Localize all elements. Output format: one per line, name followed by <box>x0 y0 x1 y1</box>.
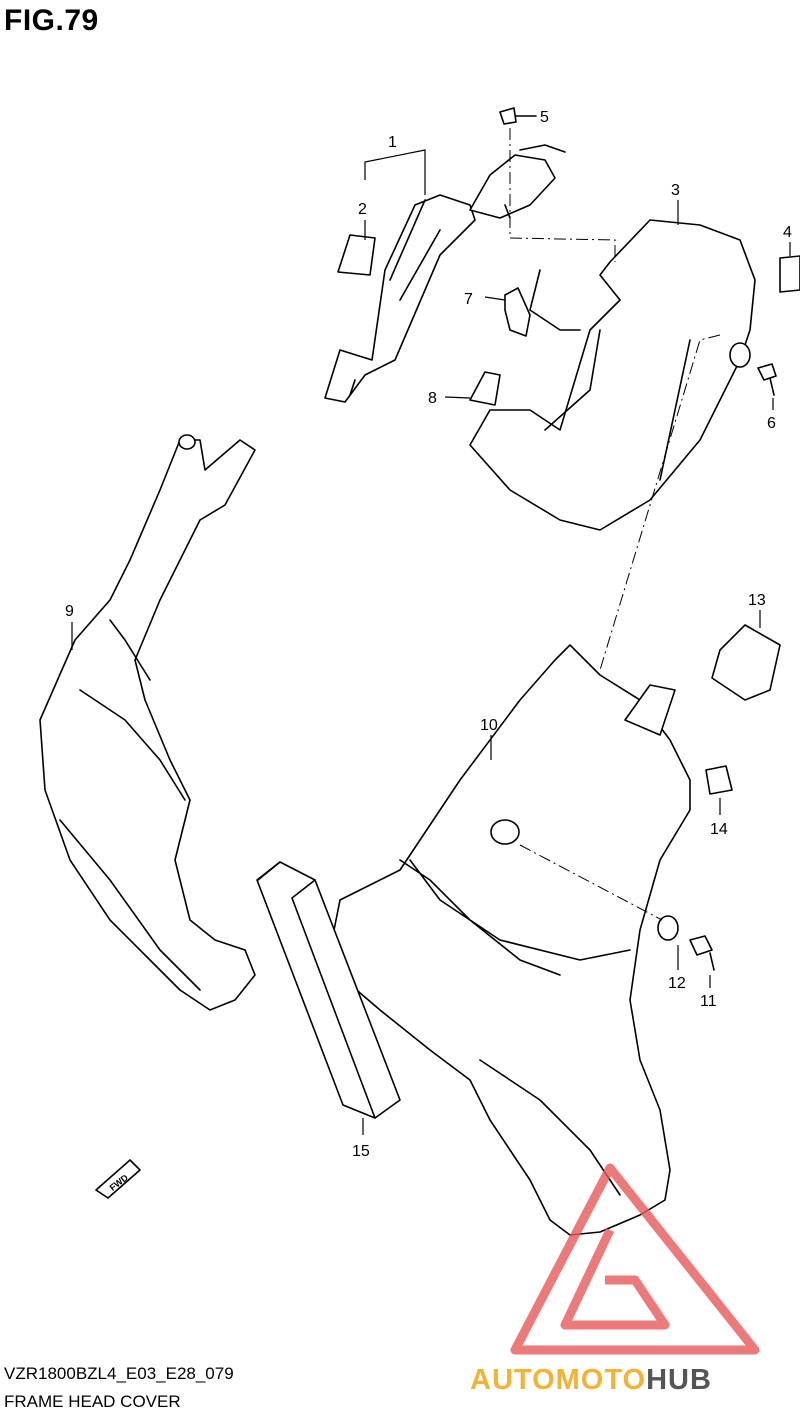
callout-5: 5 <box>540 109 549 126</box>
part-4-tab <box>779 255 800 293</box>
watermark-text-part2: HUB <box>646 1364 712 1396</box>
part-14-block <box>705 765 733 795</box>
leader-line-5-3 <box>509 128 616 262</box>
callout-4: 4 <box>783 224 792 241</box>
part-5-bracket-detail <box>504 144 566 219</box>
part-10-boss <box>624 684 676 736</box>
callout-7: 7 <box>464 291 473 308</box>
callout-6: 6 <box>767 415 776 432</box>
watermark-text: AUTOMOTOHUB <box>470 1364 712 1397</box>
callout-2: 2 <box>358 201 367 218</box>
part-13-pad <box>711 624 781 701</box>
part-10-main-cover <box>329 644 691 1236</box>
part-8-piece <box>469 371 501 406</box>
leader-8 <box>444 396 471 399</box>
part-12-grommet <box>657 915 679 941</box>
diagram-code: VZR1800BZL4_E03_E28_079 <box>4 1364 234 1383</box>
part-15-foam-strip-detail <box>257 861 376 1119</box>
callout-8: 8 <box>428 390 437 407</box>
callout-12: 12 <box>668 975 686 992</box>
figure-title: FIG.79 <box>4 4 99 37</box>
part-3-upper-cover <box>469 219 756 531</box>
callout-10: 10 <box>480 717 498 734</box>
diagram-title: FRAME HEAD COVER <box>4 1392 181 1411</box>
leader-line-10-12 <box>519 844 663 921</box>
watermark-logo <box>510 1163 760 1355</box>
part-2-label <box>337 234 376 276</box>
watermark-text-part1: AUTOMOTO <box>470 1364 647 1396</box>
leader-1 <box>364 149 426 195</box>
leader-line-3-10 <box>599 334 721 671</box>
part-9-side-cover <box>39 439 256 1011</box>
part-9-boss <box>178 434 196 450</box>
part-7-piece <box>504 287 531 337</box>
part-5-bracket <box>469 154 556 219</box>
part-6-screw <box>757 363 777 381</box>
callout-3: 3 <box>671 182 680 199</box>
leader-7 <box>484 296 506 301</box>
watermark-triangle-outer <box>510 1163 760 1355</box>
callout-15: 15 <box>352 1143 370 1160</box>
fwd-arrow-icon <box>95 1159 141 1199</box>
callout-11: 11 <box>700 993 717 1010</box>
part-9-side-cover-detail <box>59 619 201 991</box>
callout-13: 13 <box>748 592 766 609</box>
part-11-screw <box>689 935 713 956</box>
watermark-triangle-inner <box>560 1228 670 1330</box>
callout-9: 9 <box>65 603 74 620</box>
part-5-clip <box>499 107 517 125</box>
part-10-grommet <box>490 819 520 845</box>
part-3-grommet <box>729 342 751 368</box>
callout-1: 1 <box>388 134 397 151</box>
callout-14: 14 <box>710 821 728 838</box>
part-1-bracket-detail <box>349 199 441 396</box>
